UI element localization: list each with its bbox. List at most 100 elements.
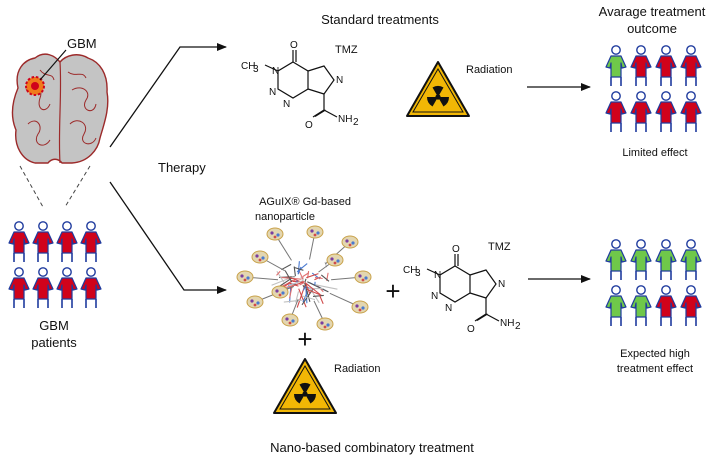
person-icon [680, 44, 702, 87]
polymer-strand [304, 278, 307, 283]
person-icon [80, 266, 102, 309]
polymer-strand [276, 270, 281, 276]
polymer-strand [302, 284, 305, 288]
polymer-strand [298, 288, 307, 308]
gbm-patients-label-line2: patients [31, 335, 77, 350]
polymer-strand [283, 299, 303, 303]
polymer-strand [308, 287, 320, 304]
radiation-hazard-icon [406, 61, 470, 117]
person-icon [32, 221, 54, 263]
tmz-molecule-nano: O CH 3 N N N N NH 2 O TMZ [403, 241, 521, 335]
polymer-strand [307, 281, 329, 293]
standard-outcome-group [605, 44, 702, 133]
person-icon [605, 44, 627, 87]
person-icon [655, 284, 677, 327]
plus-sign-molecule: + [385, 276, 400, 306]
tmz-label-nano: TMZ [488, 241, 511, 253]
polymer-strand [302, 277, 304, 280]
svg-text:CH: CH [241, 61, 255, 72]
polymer-strand [284, 270, 293, 283]
polymer-strand [320, 274, 330, 282]
person-icon [655, 239, 677, 281]
ligand-cap [246, 295, 264, 309]
person-icon [680, 284, 702, 327]
person-icon [630, 91, 652, 133]
polymer-strand [314, 277, 323, 280]
polymer-strand [304, 282, 321, 295]
arrow-to-nano [109, 181, 227, 294]
person-icon [630, 44, 652, 87]
person-icon [8, 266, 30, 309]
person-icon [605, 284, 627, 327]
ligand-cap [316, 317, 334, 331]
person-icon [655, 44, 677, 87]
zoom-line-right [64, 165, 91, 208]
radiation-label-top: Radiation [466, 64, 512, 76]
svg-text:N: N [445, 303, 452, 314]
limited-effect-label: Limited effect [622, 147, 687, 159]
patient-group [8, 221, 102, 309]
ligand-cap [236, 270, 254, 284]
ligand-cap [266, 227, 284, 241]
nanoparticle-label-line1: AGuIX® Gd-based [259, 196, 351, 208]
polymer-strand [302, 272, 310, 278]
polymer-strand [293, 266, 296, 277]
person-icon [605, 239, 627, 281]
person-icon [605, 91, 627, 133]
radiation-hazard-icon-nano [273, 358, 337, 414]
polymer-strand [293, 266, 304, 271]
polymer-strand [297, 261, 300, 275]
nanoparticle-label-line2: nanoparticle [255, 211, 315, 223]
person-icon [80, 221, 102, 263]
person-icon [680, 91, 702, 133]
svg-text:2: 2 [515, 321, 521, 332]
outcome-title-line2: outcome [627, 21, 677, 36]
expected-effect-label-line2: treatment effect [617, 363, 693, 375]
svg-text:N: N [272, 66, 279, 77]
person-icon [8, 221, 30, 263]
svg-text:CH: CH [403, 265, 417, 276]
person-icon [630, 239, 652, 281]
polymer-strand [288, 280, 302, 287]
arrow-to-standard [109, 43, 227, 148]
svg-text:N: N [498, 279, 505, 290]
radiation-label-bottom: Radiation [334, 363, 380, 375]
ligand-cap [354, 270, 372, 284]
plus-sign-radiation: + [297, 324, 312, 354]
polymer-strand [304, 282, 311, 302]
ligand-cap [271, 285, 289, 299]
person-icon [655, 91, 677, 133]
person-icon [32, 266, 54, 309]
polymer-strand [312, 294, 324, 297]
gbm-patients-label-line1: GBM [39, 318, 69, 333]
gbm-label: GBM [67, 36, 97, 51]
svg-text:O: O [467, 324, 475, 335]
person-icon [680, 239, 702, 281]
polymer-strand [318, 294, 324, 305]
person-icon [56, 266, 78, 309]
gbm-pointer-line [39, 49, 67, 81]
polymer-strand [315, 284, 338, 290]
polymer-strand [301, 295, 316, 301]
ligand-cap [251, 250, 269, 264]
svg-text:O: O [290, 40, 298, 51]
tmz-label: TMZ [335, 44, 358, 56]
ligand-cap [281, 313, 299, 327]
svg-text:N: N [336, 75, 343, 86]
brain-icon [11, 53, 109, 164]
polymer-strand [302, 286, 307, 291]
polymer-strand [281, 263, 292, 271]
svg-text:N: N [431, 291, 438, 302]
nano-treatment-title: Nano-based combinatory treatment [270, 440, 474, 455]
polymer-strand [304, 282, 311, 295]
svg-text:3: 3 [415, 268, 421, 279]
polymer-strand [295, 291, 300, 303]
nanoparticle-cluster-icon [236, 225, 372, 331]
therapy-label: Therapy [158, 160, 206, 175]
svg-text:N: N [269, 87, 276, 98]
ligand-cap [326, 253, 344, 267]
svg-text:2: 2 [353, 117, 359, 128]
polymer-strand [299, 282, 305, 286]
ligand-cap [306, 225, 324, 239]
